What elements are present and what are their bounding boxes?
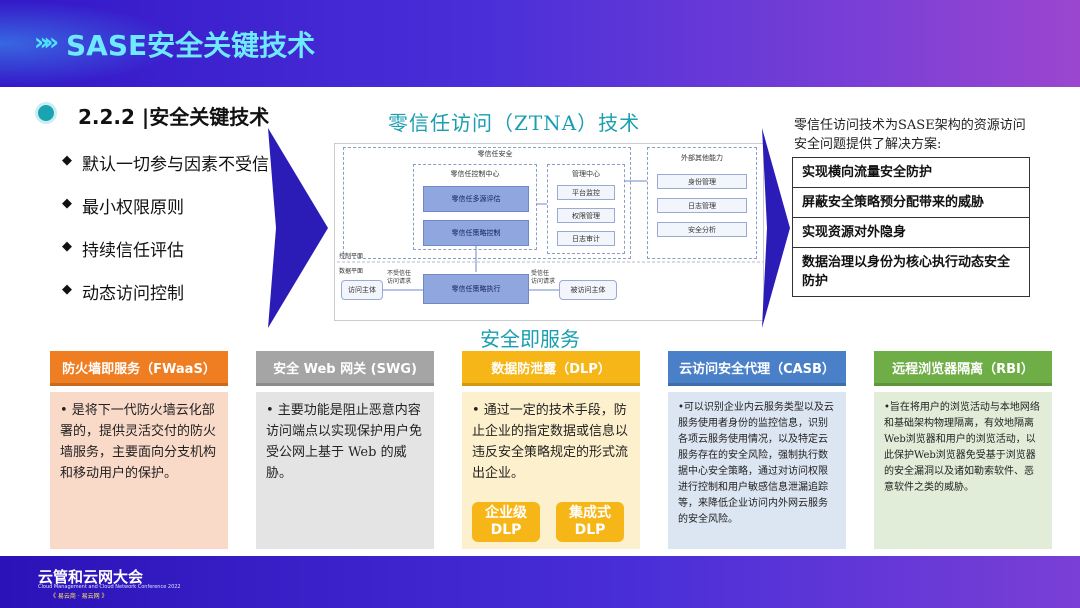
solution-item: 实现横向流量安全防护 — [793, 158, 1029, 188]
conference-logo-tagline: 《 易云商 · 易云网 》 — [50, 593, 108, 600]
card-text: • 通过一定的技术手段，防止企业的指定数据或信息以违反安全策略规定的形式流出企业… — [472, 403, 629, 481]
multi-source-eval-box: 零信任多源评估 — [423, 186, 529, 212]
list-item: ◆ 动态访问控制 — [62, 279, 269, 322]
diamond-bullet-icon: ◆ — [62, 196, 72, 211]
card-body: •旨在将用户的浏览活动与本地网络和基础架构物理隔离，有效地隔离Web浏览器和用户… — [874, 392, 1052, 549]
object-box: 被访问主体 — [559, 280, 617, 300]
solution-item: 屏蔽安全策略预分配带来的威胁 — [793, 188, 1029, 218]
card-title: 远程浏览器隔离（RBI） — [874, 351, 1052, 386]
diamond-bullet-icon: ◆ — [62, 153, 72, 168]
service-card-casb: 云访问安全代理（CASB） •可以识别企业内云服务类型以及云服务使用者身份的监控… — [668, 351, 846, 549]
diagram-connectors — [337, 180, 763, 291]
diagram-outer-label: 零信任安全 — [477, 150, 513, 158]
page-title: SASE安全关键技术 — [66, 29, 316, 62]
subject-box: 访问主体 — [341, 280, 383, 300]
data-plane-label: 数据平面 — [339, 268, 364, 275]
solutions-table: 实现横向流量安全防护 屏蔽安全策略预分配带来的威胁 实现资源对外隐身 数据治理以… — [792, 157, 1030, 297]
conference-logo: 云管和云网大会 — [38, 568, 144, 586]
diamond-bullet-icon: ◆ — [62, 239, 72, 254]
enterprise-dlp-badge: 企业级 DLP — [472, 502, 540, 542]
point-text: 默认一切参与因素不受信 — [82, 155, 269, 175]
external-item: 日志管理 — [657, 198, 747, 213]
ztna-title: 零信任访问（ZTNA）技术 — [388, 111, 641, 135]
card-text: •可以识别企业内云服务类型以及云服务使用者身份的监控信息，识别各项云服务使用情况… — [678, 402, 834, 525]
policy-control-box: 零信任策略控制 — [423, 220, 529, 246]
point-text: 最小权限原则 — [82, 198, 184, 218]
untrusted-request-label: 不受信任 访问请求 — [387, 270, 412, 285]
card-title: 安全 Web 网关 (SWG) — [256, 351, 434, 386]
mgmt-item: 权限管理 — [557, 208, 615, 223]
mgmt-center-box — [547, 164, 625, 254]
external-item: 身份管理 — [657, 174, 747, 189]
external-item: 安全分析 — [657, 222, 747, 237]
card-title: 数据防泄露（DLP） — [462, 351, 640, 386]
card-text: • 是将下一代防火墙云化部署的，提供灵活交付的防火墙服务，主要面向分支机构和移动… — [60, 403, 217, 481]
footer-bar — [0, 556, 1080, 608]
service-card-dlp: 数据防泄露（DLP） • 通过一定的技术手段，防止企业的指定数据或信息以违反安全… — [462, 351, 640, 549]
solutions-intro: 零信任访问技术为SASE架构的资源访问安全问题提供了解决方案: — [794, 118, 1026, 152]
point-text: 持续信任评估 — [82, 241, 184, 261]
card-body: •可以识别企业内云服务类型以及云服务使用者身份的监控信息，识别各项云服务使用情况… — [668, 392, 846, 549]
left-arrow-icon — [268, 128, 328, 328]
control-center-label: 零信任控制中心 — [450, 170, 500, 178]
list-item: ◆ 最小权限原则 — [62, 193, 269, 236]
services-title: 安全即服务 — [480, 327, 580, 351]
zero-trust-boundary — [343, 147, 631, 259]
card-title: 云访问安全代理（CASB） — [668, 351, 846, 386]
card-body: • 是将下一代防火墙云化部署的，提供灵活交付的防火墙服务，主要面向分支机构和移动… — [50, 392, 228, 549]
diamond-bullet-icon: ◆ — [62, 282, 72, 297]
external-label: 外部其他能力 — [681, 154, 723, 162]
external-box — [647, 147, 757, 259]
key-points-list: ◆ 默认一切参与因素不受信 ◆ 最小权限原则 ◆ 持续信任评估 ◆ 动态访问控制 — [62, 150, 269, 322]
card-title: 防火墙即服务（FWaaS） — [50, 351, 228, 386]
conference-logo-subtitle: Cloud Management and Cloud Network Confe… — [38, 584, 181, 590]
card-body: • 主要功能是阻止恶意内容访问端点以实现保护用户免受公网上基于 Web 的威胁。 — [256, 392, 434, 549]
list-item: ◆ 持续信任评估 — [62, 236, 269, 279]
integrated-dlp-badge: 集成式 DLP — [556, 502, 624, 542]
policy-exec-box: 零信任策略执行 — [423, 274, 529, 304]
section-bullet-icon — [35, 102, 57, 124]
mgmt-item: 日志审计 — [557, 231, 615, 246]
chevron-icon: »» — [34, 28, 59, 56]
control-center-box — [413, 164, 537, 250]
control-plane-label: 控制平面 — [339, 253, 364, 260]
point-text: 动态访问控制 — [82, 284, 184, 304]
card-text: •旨在将用户的浏览活动与本地网络和基础架构物理隔离，有效地隔离Web浏览器和用户… — [884, 402, 1040, 493]
right-arrow-icon — [762, 128, 790, 328]
mgmt-center-label: 管理中心 — [572, 170, 600, 178]
section-title: 2.2.2 |安全关键技术 — [78, 105, 270, 129]
trusted-request-label: 受信任 访问请求 — [531, 270, 556, 285]
service-card-fwaas: 防火墙即服务（FWaaS） • 是将下一代防火墙云化部署的，提供灵活交付的防火墙… — [50, 351, 228, 549]
service-card-rbi: 远程浏览器隔离（RBI） •旨在将用户的浏览活动与本地网络和基础架构物理隔离，有… — [874, 351, 1052, 549]
solution-item: 实现资源对外隐身 — [793, 218, 1029, 248]
card-text: • 主要功能是阻止恶意内容访问端点以实现保护用户免受公网上基于 Web 的威胁。 — [266, 403, 423, 481]
solution-item: 数据治理以身份为核心执行动态安全防护 — [802, 255, 1011, 289]
service-card-swg: 安全 Web 网关 (SWG) • 主要功能是阻止恶意内容访问端点以实现保护用户… — [256, 351, 434, 549]
header-bar: »» SASE安全关键技术 — [0, 0, 1080, 87]
ztna-diagram: 零信任安全 零信任控制中心 零信任多源评估 零信任策略控制 管理中心 平台监控 … — [334, 143, 764, 321]
list-item: ◆ 默认一切参与因素不受信 — [62, 150, 269, 193]
mgmt-item: 平台监控 — [557, 185, 615, 200]
header-glow — [0, 0, 180, 87]
